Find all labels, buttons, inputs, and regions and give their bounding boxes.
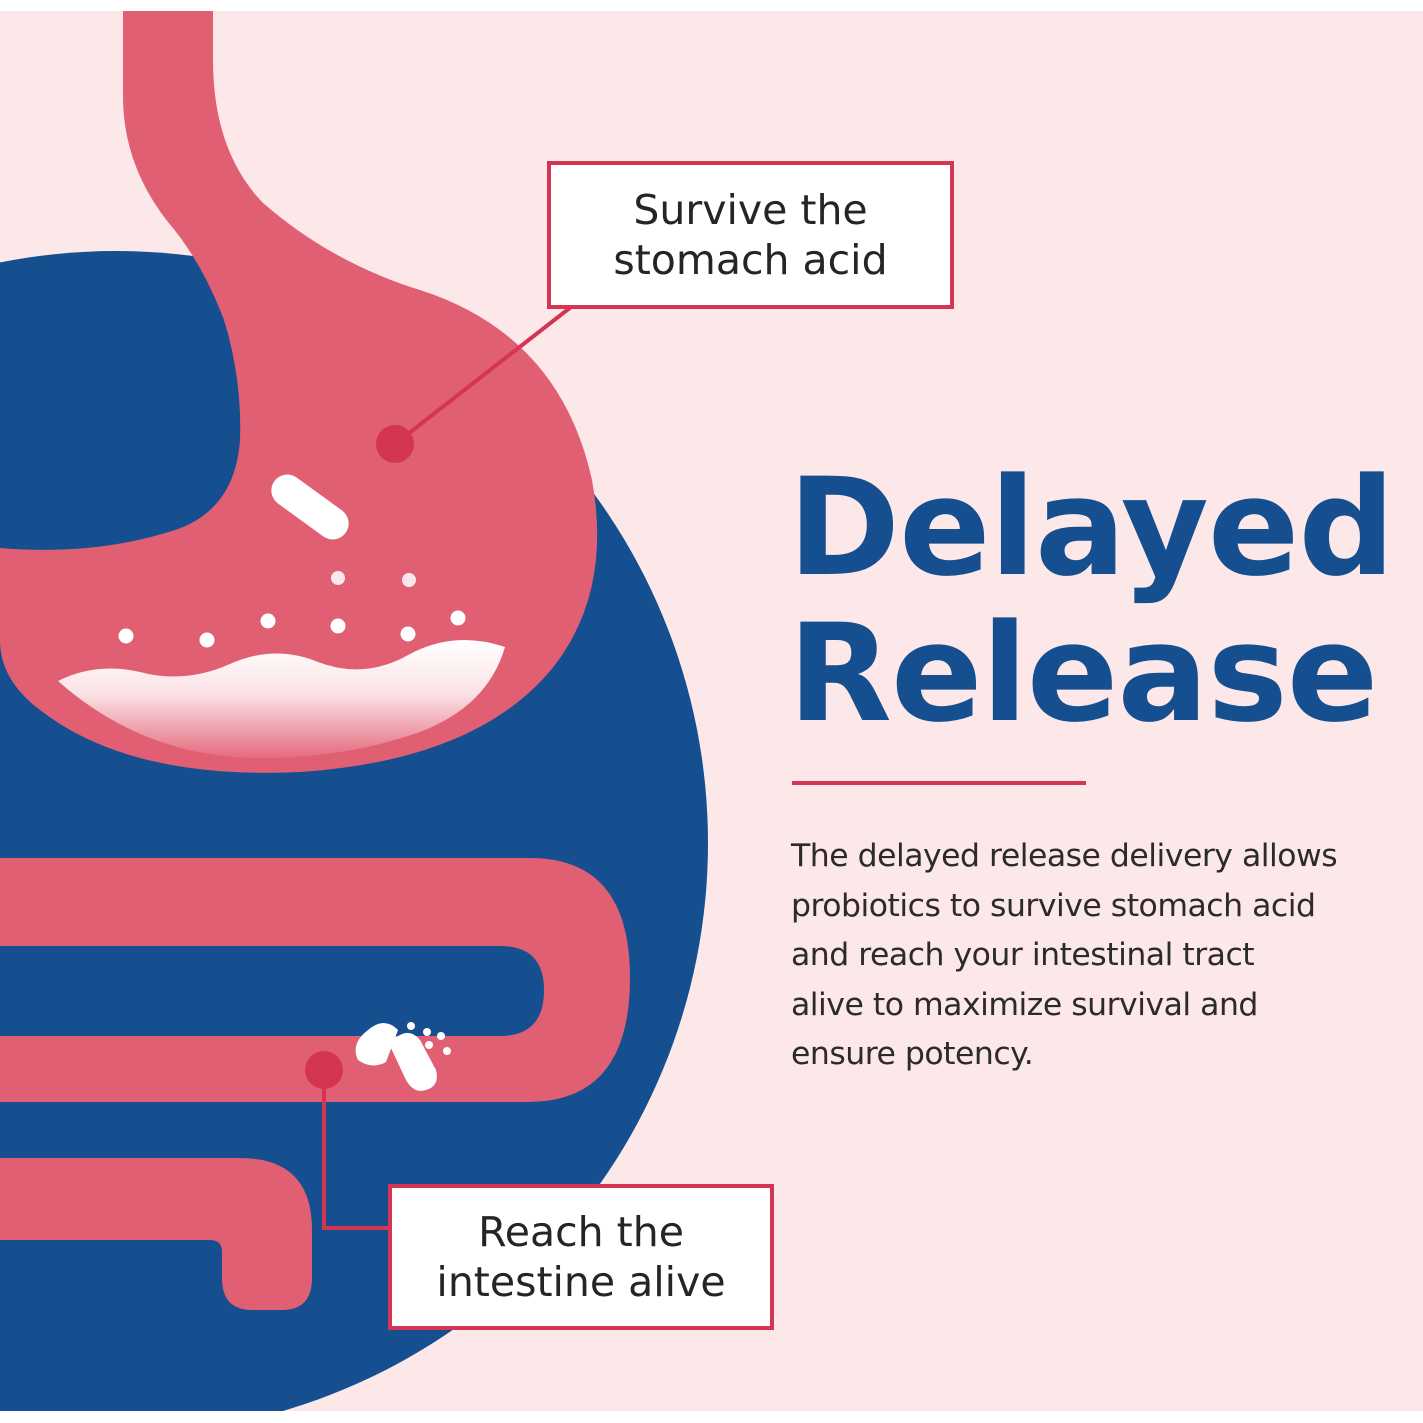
marker-dot-icon — [376, 425, 414, 463]
lower-intestine — [0, 1158, 312, 1310]
description-line-1: The delayed release delivery allows — [791, 838, 1338, 874]
callout-intestine-line-2: intestine alive — [436, 1258, 726, 1306]
description-line-2: probiotics to survive stomach acid — [791, 887, 1316, 924]
callout-stomach-line-2: stomach acid — [613, 236, 888, 284]
stomach-leader-line — [393, 298, 582, 446]
headline-line-1: Delayed — [788, 449, 1395, 606]
callout-intestine-alive: Reach the intestine alive — [388, 1184, 774, 1330]
description-line-3: and reach your intestinal tract — [791, 937, 1255, 973]
description-text: The delayed release delivery allows prob… — [791, 832, 1416, 1080]
description-line-5: ensure potency. — [791, 1036, 1034, 1072]
callout-intestine-line-1: Reach the — [478, 1208, 684, 1256]
infographic-panel: Survive the stomach acid Reach the intes… — [0, 11, 1423, 1411]
callout-stomach-line-1: Survive the — [633, 186, 868, 234]
stomach — [0, 11, 598, 773]
description-line-4: alive to maximize survival and — [791, 986, 1258, 1023]
callout-stomach-acid: Survive the stomach acid — [547, 161, 954, 309]
headline-line-2: Release — [788, 595, 1378, 752]
intestine-loop — [0, 858, 630, 1102]
divider-line — [792, 781, 1086, 785]
digestive-system-illustration — [0, 11, 708, 1411]
headline: Delayed Release — [788, 455, 1423, 747]
capsule-icon — [271, 474, 349, 540]
open-capsule-icon — [355, 1022, 451, 1091]
marker-dot-icon — [305, 1051, 343, 1089]
stomach-acid — [58, 639, 505, 759]
dissolving-particles — [118, 571, 466, 648]
intestine-leader-line — [322, 1070, 392, 1230]
